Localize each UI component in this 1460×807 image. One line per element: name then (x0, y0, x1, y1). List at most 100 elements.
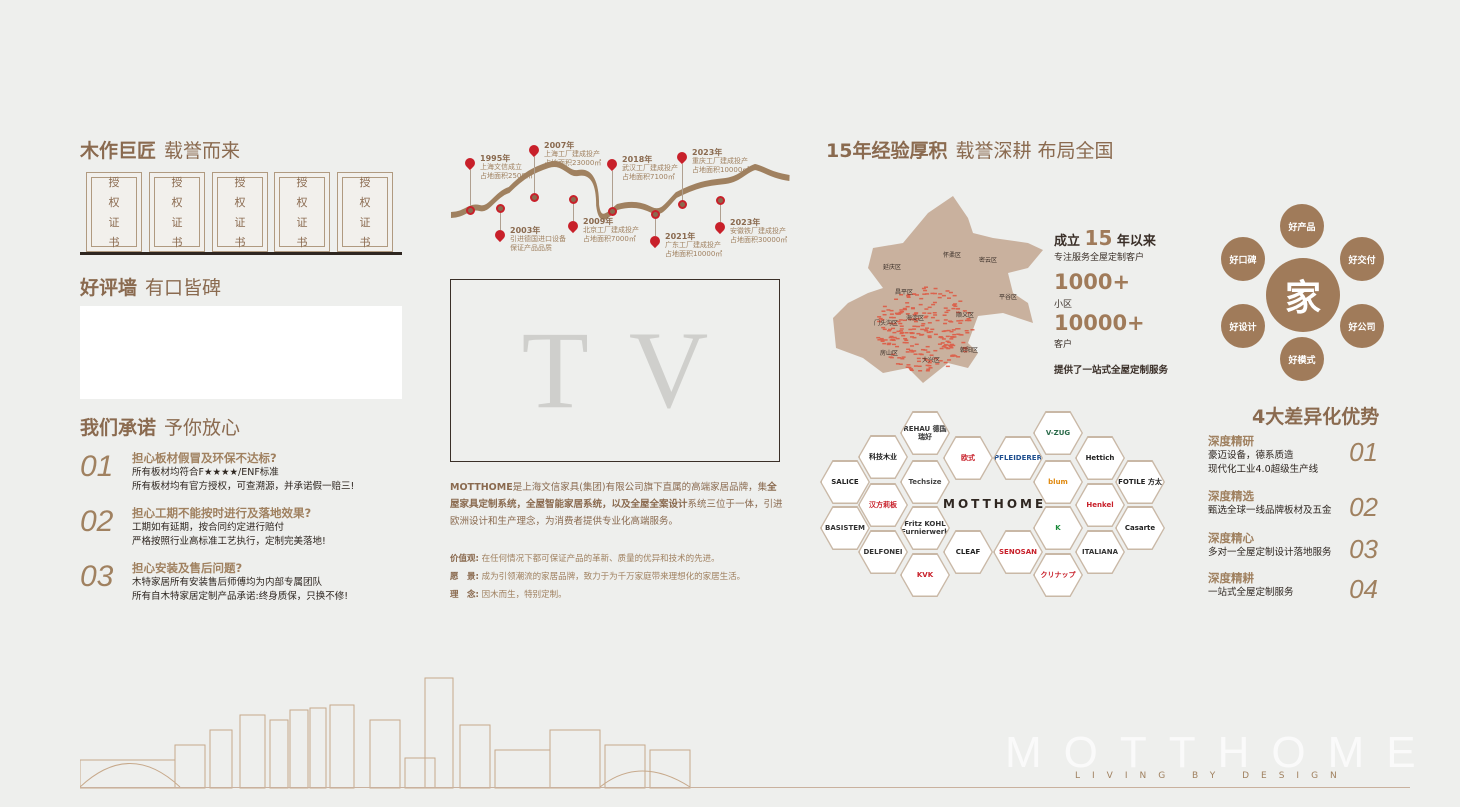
customer-marker (955, 328, 960, 330)
customer-marker (951, 304, 956, 306)
customer-marker (912, 336, 917, 339)
customer-marker (943, 322, 948, 325)
stat-communities-label: 小区 (1054, 300, 1073, 310)
timeline-stem (534, 157, 535, 193)
stat-service: 提供了一站式全屋定制服务 (1054, 365, 1169, 376)
customer-marker (894, 312, 899, 315)
brand-logo-hex: REHAU 德国瑞好 (900, 411, 950, 455)
customer-marker (895, 345, 900, 348)
customer-marker (912, 325, 917, 328)
timeline-river (450, 160, 790, 220)
customer-marker (905, 302, 910, 304)
customer-marker (892, 336, 897, 339)
brand-logo-hex: Hettich (1075, 436, 1125, 480)
customer-marker (922, 293, 927, 295)
customer-marker (923, 316, 928, 319)
customer-marker (906, 295, 911, 297)
customer-marker (927, 336, 932, 339)
customer-marker (909, 336, 914, 338)
review-wall (80, 306, 402, 399)
certificate-char: 证 (171, 216, 183, 229)
footer-line (80, 787, 1410, 788)
advantage-line: 多对一全屋定制设计落地服务 (1208, 547, 1332, 558)
customer-marker (956, 333, 961, 336)
brand-logo-hex: K (1033, 506, 1083, 550)
home-value-circle: 好交付 (1340, 237, 1384, 281)
customer-marker (925, 293, 930, 295)
customer-marker (899, 330, 904, 332)
certificate-frame: 授权证书 (337, 172, 393, 252)
customer-marker (889, 339, 894, 341)
promise-number: 01 (80, 450, 114, 483)
skyline-building (604, 744, 646, 789)
customer-marker (958, 322, 963, 324)
customer-marker (882, 328, 887, 331)
home-value-circle: 好模式 (1280, 337, 1324, 381)
home-value-circle: 好产品 (1280, 204, 1324, 248)
customer-marker (930, 292, 935, 295)
cert-heading: 木作巨匠载誉而来 (80, 136, 240, 163)
customer-marker (888, 322, 893, 325)
promise-line: 所有自木特家居定制产品承诺:终身质保，只换不修! (132, 591, 349, 602)
customer-marker (953, 305, 958, 307)
advantage-line: 现代化工业4.0超级生产线 (1208, 464, 1319, 475)
customer-marker (947, 341, 952, 344)
footer-tagline: LIVING BY DESIGN (1075, 771, 1349, 781)
customer-marker (926, 331, 931, 334)
certificate-char: 书 (234, 236, 246, 249)
customer-marker (888, 336, 893, 339)
timeline-stem (612, 171, 613, 207)
advantage-title: 深度精耕 (1208, 571, 1254, 585)
customer-marker (899, 325, 904, 327)
certificate-char: 权 (296, 196, 308, 209)
customer-marker (899, 332, 904, 335)
customer-marker (943, 330, 948, 332)
certificate-char: 授 (359, 176, 371, 189)
certificate-char: 证 (296, 216, 308, 229)
customer-marker (889, 309, 894, 312)
customer-marker (933, 349, 938, 352)
timeline-stem (573, 204, 574, 221)
customer-marker (956, 320, 961, 322)
customer-marker (948, 345, 953, 348)
customer-marker (958, 300, 963, 302)
customer-marker (951, 307, 956, 310)
customer-marker (913, 353, 918, 355)
customer-marker (943, 307, 948, 309)
customer-marker (947, 297, 952, 299)
customer-marker (906, 364, 911, 366)
timeline-stem (500, 213, 501, 230)
advantages-title: 4大差异化优势 (1252, 406, 1380, 428)
brand-logo-hex: クリナップ (1033, 553, 1083, 597)
customer-marker (942, 345, 947, 347)
customer-marker (909, 349, 914, 352)
advantage-title: 深度精研 (1208, 434, 1254, 448)
skyline-building (459, 724, 491, 789)
customer-marker (916, 360, 921, 363)
experience-subtitle: 载誉深耕 布局全国 (955, 140, 1114, 162)
promise-number: 02 (80, 505, 114, 538)
advantage-line: 一站式全屋定制服务 (1208, 587, 1294, 598)
timeline-node (651, 210, 660, 219)
customer-marker (920, 324, 925, 327)
customer-marker (914, 343, 919, 346)
certificate-char: 授 (108, 176, 120, 189)
promise-line: 所有板材均符合F★★★★/ENF标准 (132, 467, 279, 478)
promise-title: 我们承诺 (80, 417, 157, 439)
tv-frame: TV (450, 279, 780, 462)
customer-marker (924, 330, 929, 332)
map-district-label: 昌平区 (895, 289, 914, 296)
customer-marker (886, 309, 891, 311)
customer-marker (882, 342, 887, 345)
customer-marker (886, 343, 891, 346)
customer-marker (891, 327, 896, 330)
customer-marker (906, 348, 911, 351)
brand-logo-hex: PFLEIDERER (993, 436, 1043, 480)
customer-marker (879, 339, 884, 341)
timeline-label: 2009年北京工厂建成投产占地面积7000㎡ (583, 217, 639, 243)
advantage-number: 02 (1349, 492, 1378, 522)
customer-marker (923, 349, 928, 351)
customer-marker (911, 293, 916, 295)
customer-marker (961, 341, 966, 344)
customer-marker (947, 359, 952, 361)
